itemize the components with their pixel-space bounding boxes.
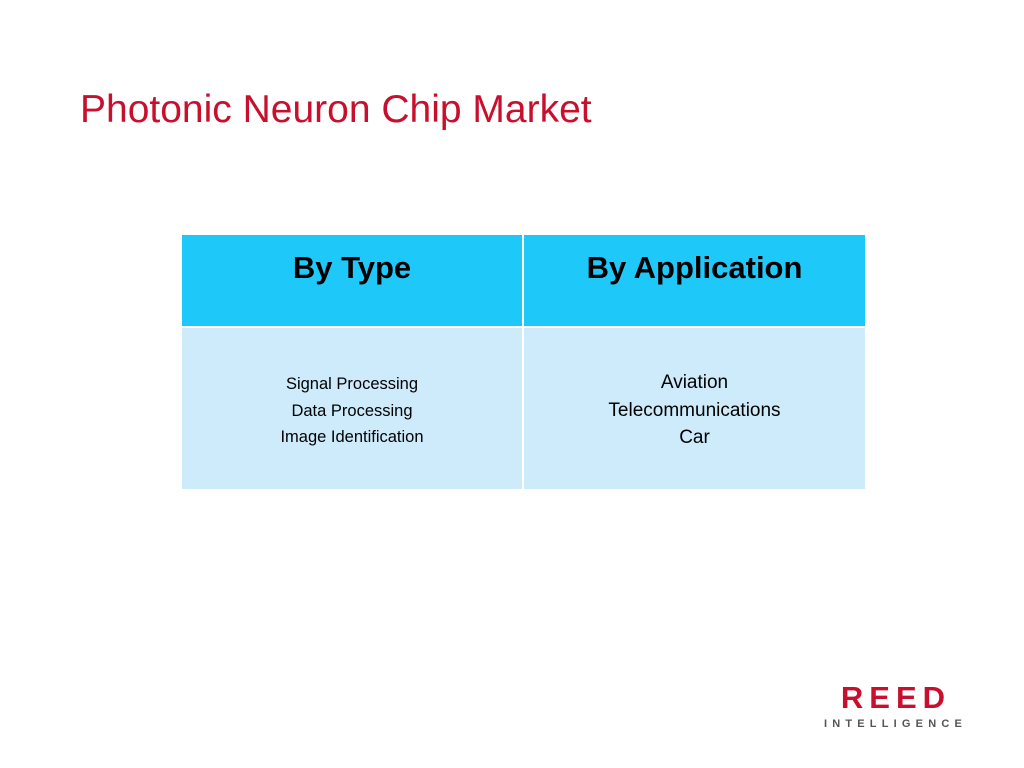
table-row: Signal Processing Data Processing Image … [182,326,865,489]
column-header-by-application: By Application [522,235,865,328]
list-item: Aviation [660,372,729,393]
page-title: Photonic Neuron Chip Market [80,88,592,131]
list-item: Data Processing [291,401,413,420]
segmentation-table: By Type By Application Signal Processing… [182,235,865,489]
application-cell: Aviation Telecommunications Car [522,326,865,489]
type-cell: Signal Processing Data Processing Image … [182,326,524,489]
list-item: Image Identification [280,428,424,446]
list-item: Signal Processing [285,375,419,393]
application-list: Aviation Telecommunications Car [525,369,864,452]
logo-wordmark: REED [840,680,952,715]
column-header-by-type: By Type [182,235,524,328]
reed-intelligence-logo: REED INTELLIGENCE [818,682,968,732]
logo-tagline: INTELLIGENCE [823,718,968,730]
list-item: Car [679,427,710,448]
type-list: Signal Processing Data Processing Image … [183,371,521,451]
list-item: Telecommunications [608,399,781,421]
table-header-row: By Type By Application [182,235,865,328]
